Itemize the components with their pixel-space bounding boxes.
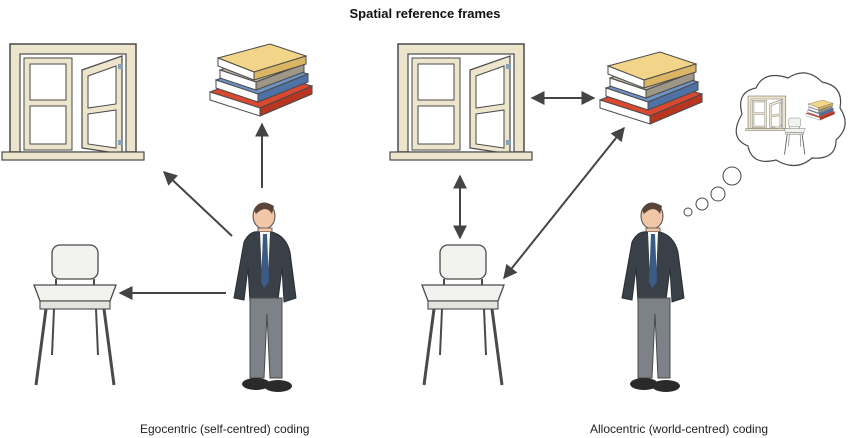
person-icon: [233, 202, 297, 393]
allocentric-caption: Allocentric (world-centred) coding: [590, 422, 769, 436]
allocentric-panel: [389, 43, 846, 393]
chair-icon: [420, 243, 506, 387]
egocentric-panel: [1, 43, 313, 393]
person-icon: [621, 202, 685, 393]
books-icon: [209, 43, 313, 117]
chair-icon: [32, 243, 118, 387]
books-icon: [599, 51, 703, 125]
arrow-icon: [503, 126, 625, 280]
diagram-title: Spatial reference frames: [349, 6, 501, 21]
thought-bubble-icon: [683, 72, 846, 217]
window-icon: [389, 43, 533, 161]
window-icon: [1, 43, 145, 161]
arrow-icon: [162, 171, 233, 237]
egocentric-caption: Egocentric (self-centred) coding: [140, 422, 310, 436]
